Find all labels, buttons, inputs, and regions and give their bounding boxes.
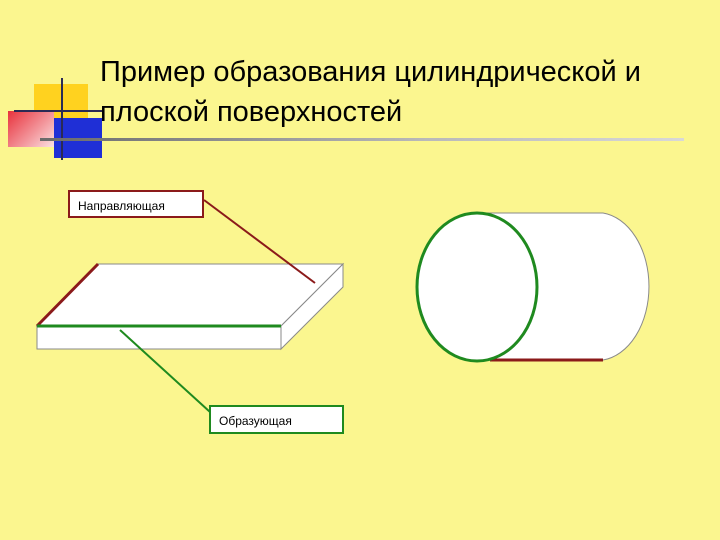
label-generatrix: Образующая: [209, 405, 344, 434]
guide-leader-line: [203, 199, 316, 284]
slide-title: Пример образования цилиндрической и плос…: [100, 52, 700, 132]
flat-plate: [35, 262, 345, 351]
label-guide-text: Направляющая: [78, 199, 165, 213]
deco-red-square: [8, 111, 54, 147]
slide-title-line-2: плоской поверхностей: [100, 96, 403, 128]
cylinder: [415, 211, 650, 363]
plate-guide-edge: [35, 262, 100, 328]
generatrix-leader-line: [119, 329, 211, 413]
label-generatrix-text: Образующая: [219, 414, 292, 428]
cylinder-base-guide-circle: [415, 211, 539, 363]
deco-vertical-line: [61, 78, 63, 160]
label-guide: Направляющая: [68, 190, 204, 218]
slide-title-line-1: Пример образования цилиндрической и: [100, 56, 641, 88]
title-underline: [40, 138, 684, 141]
deco-horizontal-line: [14, 110, 102, 112]
plate-front-face: [36, 325, 282, 350]
